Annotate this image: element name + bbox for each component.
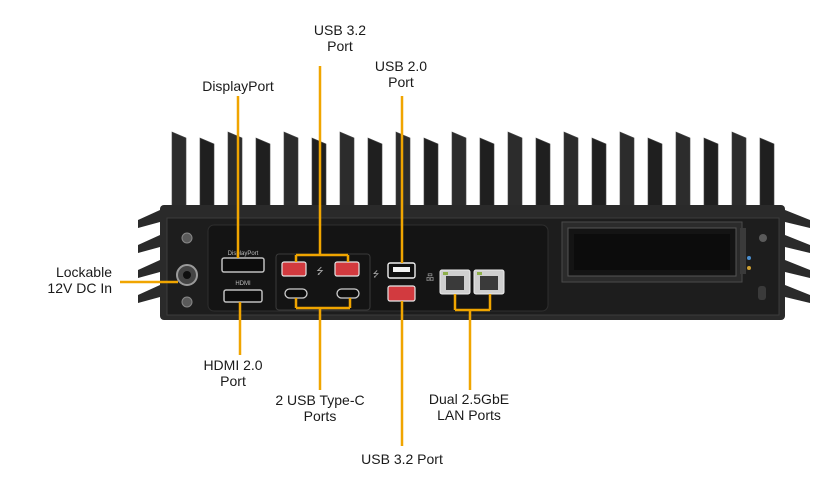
heatsink-fin <box>563 131 579 213</box>
heatsink-fin <box>227 131 243 213</box>
heatsink-fin <box>199 137 215 213</box>
network-icon: 品 <box>426 273 434 282</box>
heatsink-fin <box>283 131 299 213</box>
screw <box>181 296 193 308</box>
usb-typec-port-left <box>284 288 308 299</box>
usb32-port-right <box>334 261 360 277</box>
side-fin-left <box>138 235 160 253</box>
usb32-bottom-label: USB 3.2 Port <box>361 451 443 467</box>
side-fin-left <box>138 210 160 228</box>
lan-port-2-socket <box>480 276 498 290</box>
heatsink-fin <box>731 131 747 213</box>
heatsink-fin <box>535 137 551 213</box>
heatsink-fin <box>367 137 383 213</box>
hdmi-label: HDMI 2.0 Port <box>203 357 263 389</box>
expansion-slot-opening <box>574 234 730 270</box>
usb20-label: USB 2.0 Port <box>374 58 428 90</box>
hdmi-silkscreen: HDMI <box>235 281 251 287</box>
displayport-label: DisplayPort <box>202 78 274 94</box>
side-fin-left <box>138 260 160 278</box>
heatsink-fin <box>507 131 523 213</box>
hdmi-connector <box>223 289 263 303</box>
bay-clip <box>747 256 751 260</box>
heatsink-fin <box>423 137 439 213</box>
heatsink-fin <box>451 131 467 213</box>
lan-led <box>477 272 482 275</box>
usb32-port-left <box>281 261 307 277</box>
displayport-connector <box>221 257 265 273</box>
heatsink-fin <box>479 137 495 213</box>
heatsink-fin <box>171 131 187 213</box>
usb20-tongue <box>393 267 410 272</box>
heatsink-side-fins <box>138 210 810 303</box>
displayport-silkscreen: DisplayPort <box>228 251 259 257</box>
heatsink-fin <box>703 137 719 213</box>
heatsink-fin <box>339 131 355 213</box>
dc-in-label: Lockable 12V DC In <box>47 264 112 296</box>
screw <box>759 234 767 242</box>
callout-lines <box>120 66 492 446</box>
usb-symbol-icon: ⭍ <box>316 266 324 277</box>
side-fin-right <box>785 235 810 253</box>
side-fin-right <box>785 285 810 303</box>
heatsink-fin <box>591 137 607 213</box>
bay-bracket <box>740 228 746 274</box>
bay-clip <box>747 266 751 270</box>
usb32-port-bottom <box>387 285 416 302</box>
heatsink-fin <box>619 131 635 213</box>
lan-port-1-socket <box>446 276 464 290</box>
dc-in-pin <box>183 271 191 279</box>
heatsink-fin <box>759 137 775 213</box>
heatsink-fins <box>171 131 775 213</box>
screw <box>181 232 193 244</box>
heatsink-fin <box>675 131 691 213</box>
heatsink-fin <box>255 137 271 213</box>
lan-led <box>443 272 448 275</box>
usb-typec-port-right <box>336 288 360 299</box>
usb-typec-label: 2 USB Type-C Ports <box>275 392 365 424</box>
lan-label: Dual 2.5GbE LAN Ports <box>428 391 510 423</box>
kensington-slot <box>758 286 766 300</box>
heatsink-fin <box>647 137 663 213</box>
usb-symbol-icon: ⭍ <box>373 270 380 279</box>
side-fin-right <box>785 210 810 228</box>
usb32-top-label: USB 3.2 Port <box>313 22 367 54</box>
side-fin-left <box>138 285 160 303</box>
side-fin-right <box>785 260 810 278</box>
